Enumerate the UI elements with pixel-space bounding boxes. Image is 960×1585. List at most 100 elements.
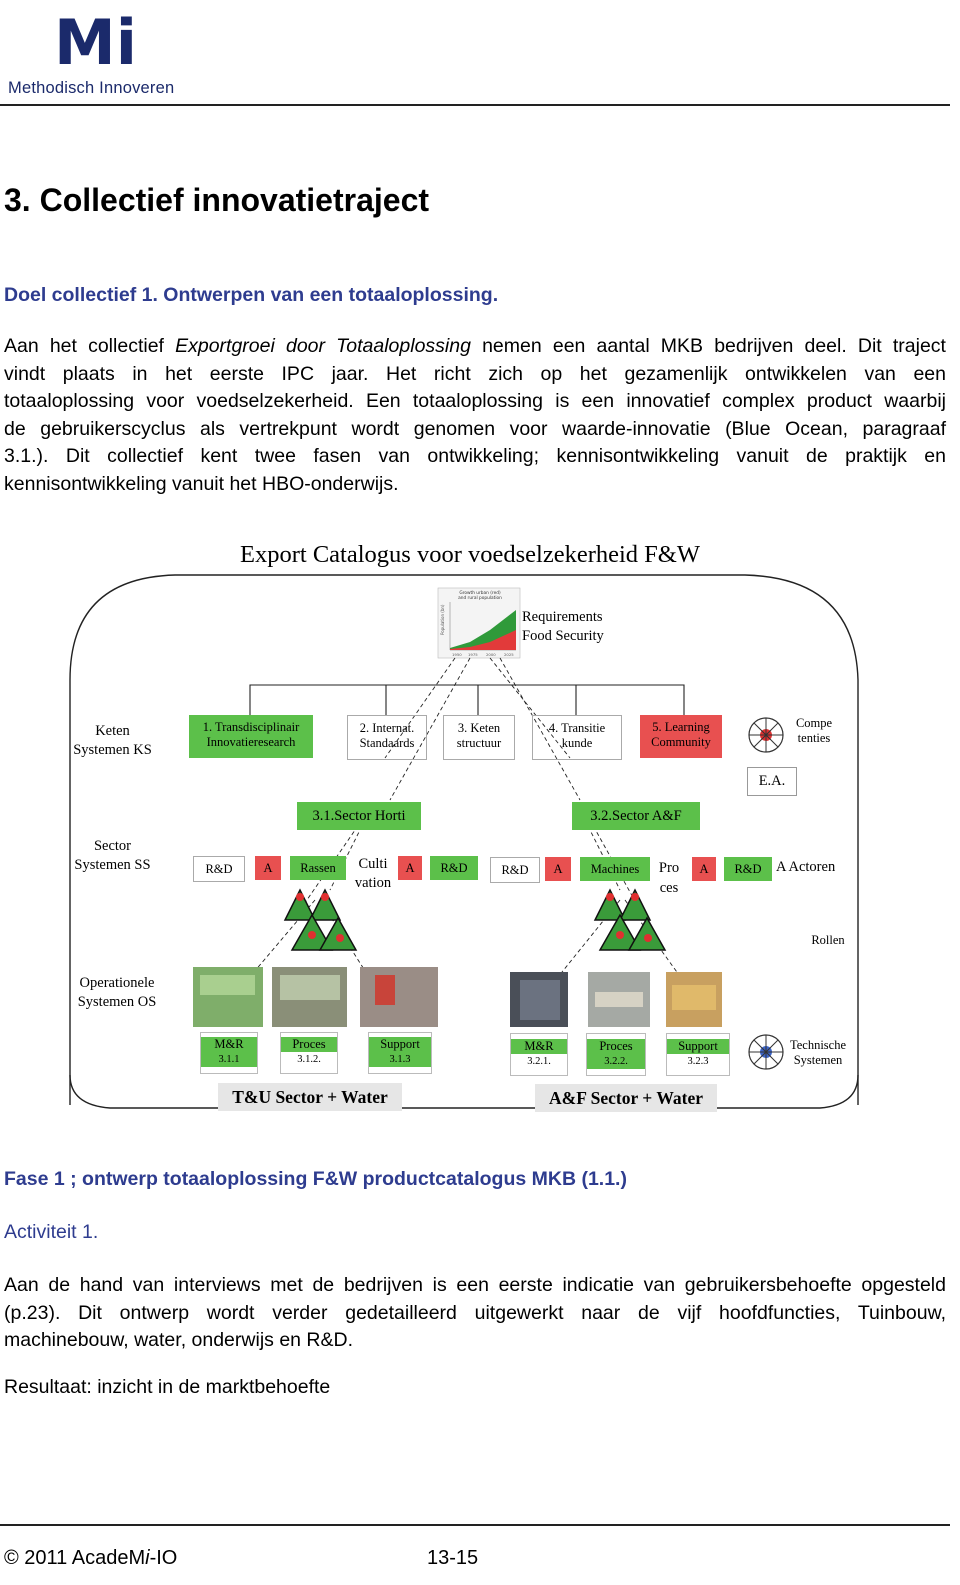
intro-line: vindt plaats in het eerste IPC jaar. Het…	[4, 362, 946, 385]
page-number: 13-15	[427, 1547, 479, 1569]
sector-horti-box: 3.1.Sector Horti	[297, 802, 421, 830]
proces-line: Pro	[658, 860, 680, 876]
logo-mark: Mi	[52, 0, 162, 79]
ss-left-a: A	[255, 856, 281, 880]
ss-left-rassen: Rassen	[290, 856, 346, 880]
copyright-suffix: -IO	[149, 1547, 178, 1569]
ss-left-rd: R&D	[193, 856, 245, 882]
tu-sector-label: T&U Sector + Water	[218, 1083, 402, 1111]
technische-line: Technische	[789, 1038, 847, 1052]
os-box-code: 3.2.3	[687, 1056, 709, 1067]
technische-wheel-icon	[748, 1034, 784, 1070]
photo-strip-left	[193, 967, 438, 1027]
technische-line: Systemen	[793, 1053, 843, 1067]
os-label-line: Systemen OS	[77, 994, 157, 1010]
dashed-connectors	[214, 657, 711, 1019]
competenties-line: tenties	[797, 731, 831, 745]
actor-triangle-cluster-left	[283, 888, 358, 951]
ks-box-line: structuur	[456, 736, 502, 750]
ss-right-machines: Machines	[580, 857, 650, 881]
ss-right-proces: Pro ces	[652, 858, 686, 898]
af-sector-label: A&F Sector + Water	[535, 1084, 717, 1112]
os-box-mr-left: M&R 3.1.1	[200, 1032, 258, 1074]
ss-left-cultivation: Culti vation	[350, 855, 396, 893]
os-box-code: 3.1.3	[369, 1052, 431, 1067]
os-label-line: Operationele	[79, 975, 155, 991]
footer-copyright: © 2011 AcadeMi-IO	[4, 1547, 177, 1570]
cultivation-line: vation	[354, 875, 392, 891]
section-title: 3. Collectief innovatietraject	[4, 182, 430, 218]
result-text: Resultaat: inzicht in de marktbehoefte	[4, 1376, 331, 1398]
activity-heading: Activiteit 1.	[4, 1221, 99, 1243]
ks-box-line: 3. Keten	[457, 721, 501, 735]
goal-heading: Doel collectief 1. Ontwerpen van een tot…	[4, 284, 499, 306]
ss-label-line: Sector	[93, 838, 132, 854]
diagram-frame-bottom	[69, 1074, 859, 1109]
ss-label-line: Systemen SS	[74, 857, 151, 873]
os-box-title: Support	[667, 1039, 729, 1054]
phase-heading: Fase 1 ; ontwerp totaaloplossing F&W pro…	[4, 1168, 627, 1190]
thumb-year: 2025	[504, 652, 514, 657]
ks-box-line: Standaards	[359, 736, 415, 750]
os-box-title: Support	[369, 1037, 431, 1052]
diagram-title: Export Catalogus voor voedselzekerheid F…	[240, 541, 701, 568]
os-box-title: M&R	[511, 1039, 567, 1054]
cultivation-line: Culti	[358, 856, 388, 872]
os-box-support-left: Support 3.1.3	[368, 1032, 432, 1074]
footer-divider	[0, 1524, 950, 1526]
ks-row-label: Keten Systemen KS	[60, 722, 165, 760]
copyright-prefix: © 2011 AcadeM	[4, 1547, 146, 1569]
intro-line-start: Aan het collectief	[4, 335, 176, 357]
diagram-canvas: Export Catalogus voor voedselzekerheid F…	[69, 541, 859, 1109]
ss-right-a2: A	[692, 857, 716, 881]
activity-line: machinebouw, water, onderwijs en R&D.	[4, 1329, 354, 1351]
ks-box-transdisciplinair: 1. Transdisciplinair Innovatieresearch	[189, 715, 313, 758]
photo-strip-right	[510, 972, 722, 1027]
ks-box-line: Innovatieresearch	[206, 735, 296, 749]
actoren-label: A Actoren	[776, 859, 836, 875]
copyright-italic: i	[145, 1547, 150, 1569]
thumb-subtitle: and rural population	[458, 595, 502, 601]
diagram-frame	[69, 574, 859, 1105]
thumb-title: Growth urban (red)	[459, 590, 501, 596]
activity-line: Aan de hand van interviews met de bedrij…	[4, 1274, 946, 1296]
ss-left-rd2: R&D	[430, 856, 478, 880]
competenties-label: Compe tenties	[790, 716, 838, 746]
os-box-title: Proces	[281, 1037, 337, 1052]
activity-paragraph: Aan de hand van interviews met de bedrij…	[4, 1272, 946, 1355]
os-box-title: M&R	[201, 1037, 257, 1052]
os-box-code: 3.1.2.	[297, 1054, 321, 1065]
ks-box-standaards: 2. Internat. Standaards	[347, 715, 427, 760]
sector-af-box: 3.2.Sector A&F	[572, 802, 700, 830]
ks-box-line: 2. Internat.	[359, 721, 415, 735]
os-box-mr-right: M&R 3.2.1.	[510, 1033, 568, 1076]
rollen-label: Rollen	[811, 933, 845, 947]
os-box-support-right: Support 3.2.3	[666, 1033, 730, 1076]
ks-label-line: Keten	[95, 723, 130, 739]
ks-bracket	[249, 684, 685, 715]
logo-mark-text: Mi	[54, 6, 137, 72]
ks-box-line: Community	[651, 735, 711, 749]
intro-line: de gebruikerscyclus als vertrekpunt word…	[4, 417, 946, 440]
photo-harvest-machine	[360, 967, 438, 1027]
ks-box-line: kunde	[561, 736, 593, 750]
intro-line: kennisontwikkeling vanuit het HBO-onderw…	[4, 472, 399, 495]
activity-line: (p.23). Dit ontwerp wordt verder gedetai…	[4, 1301, 946, 1324]
competenties-wheel-icon	[748, 717, 784, 753]
os-box-proces-right: Proces 3.2.2.	[586, 1033, 646, 1076]
population-chart-thumbnail: Growth urban (red) and rural population …	[437, 587, 521, 659]
intro-collective-name: Exportgroei door Totaaloplossing	[175, 335, 471, 357]
thumb-axis-label: Population (bn)	[440, 604, 445, 635]
os-box-code: 3.2.1.	[527, 1056, 551, 1067]
header-divider	[0, 104, 950, 106]
os-row-label: Operationele Systemen OS	[62, 974, 172, 1012]
export-catalogus-diagram: Export Catalogus voor voedselzekerheid F…	[0, 530, 960, 1120]
intro-line: 3.1.). Dit collectief kent twee fasen va…	[4, 445, 946, 467]
intro-line: Aan het collectief Exportgroei door Tota…	[4, 333, 946, 361]
thumb-year: 1950	[452, 652, 462, 657]
ss-right-a: A	[545, 857, 571, 881]
requirements-label: Requirements	[522, 609, 603, 625]
technische-systemen-label: Technische Systemen	[785, 1038, 851, 1068]
os-box-proces-left: Proces 3.1.2.	[280, 1032, 338, 1074]
thumb-year: 1975	[468, 652, 478, 657]
